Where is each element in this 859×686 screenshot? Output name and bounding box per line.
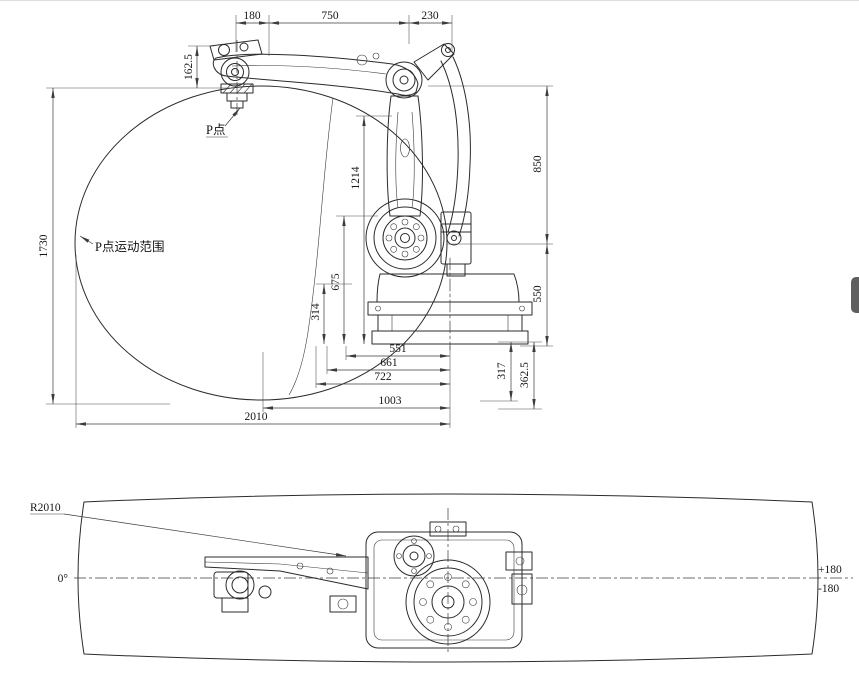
arm-detail-circle-2 bbox=[372, 52, 380, 60]
elbow-joint bbox=[385, 61, 423, 99]
end-effector-flange bbox=[220, 40, 254, 116]
robot-top-view bbox=[204, 521, 533, 649]
dim-1214-label: 1214 bbox=[350, 166, 362, 189]
side-attachments-top bbox=[329, 521, 533, 613]
linkage-top-link bbox=[413, 43, 455, 81]
top-border-line bbox=[0, 0, 859, 1]
dim-551-label: 551 bbox=[389, 343, 407, 355]
dim-180-label: 180 bbox=[243, 10, 261, 22]
dim-317-label: 317 bbox=[496, 362, 508, 380]
dim-750-label: 750 bbox=[321, 10, 339, 22]
radius-label: R2010 bbox=[30, 502, 61, 514]
upper-arm-inner-line bbox=[231, 65, 387, 75]
dim-2010-label: 2010 bbox=[245, 411, 268, 423]
arm-detail-circle bbox=[356, 54, 368, 66]
scrollbar-thumb[interactable] bbox=[851, 277, 859, 313]
wrist-joint bbox=[220, 57, 250, 87]
top-view: R2010 0° +180 -180 bbox=[30, 493, 853, 663]
dim-550-label: 550 bbox=[532, 285, 544, 303]
upper-arm bbox=[212, 53, 419, 96]
motion-range-circle bbox=[74, 85, 448, 401]
annotations-side: P点 P点运动范围 bbox=[79, 107, 241, 254]
vertical-arm bbox=[386, 95, 423, 217]
dim-314-label: 314 bbox=[310, 303, 322, 321]
dim-722-label: 722 bbox=[374, 371, 392, 383]
dim-1003-label: 1003 bbox=[379, 395, 402, 407]
base-circle-top bbox=[405, 559, 491, 645]
dimensions-side: 180 750 230 162.5 1730 1214 675 bbox=[38, 10, 553, 428]
rotation-envelope bbox=[77, 493, 819, 663]
motion-envelope-side bbox=[74, 85, 448, 401]
base-pedestal bbox=[367, 257, 533, 351]
actuator-cylinder bbox=[440, 211, 472, 277]
linkage-top-joint bbox=[441, 43, 455, 57]
shoulder-circle-top bbox=[393, 535, 435, 577]
zero-degree-label: 0° bbox=[58, 573, 69, 585]
dim-1730-label: 1730 bbox=[38, 234, 50, 257]
plus-180-label: +180 bbox=[818, 564, 842, 576]
main-body-top bbox=[365, 531, 523, 649]
bracket-joint-circle-2 bbox=[239, 42, 249, 52]
motion-range-inner-arc bbox=[288, 97, 334, 396]
shoulder-joint bbox=[365, 198, 445, 278]
p-range-label: P点运动范围 bbox=[95, 240, 164, 254]
bracket-joint-circle bbox=[218, 44, 230, 56]
p-point-label: P点 bbox=[206, 123, 225, 137]
dim-362-5-label: 362.5 bbox=[519, 362, 531, 388]
parallel-linkage bbox=[440, 56, 471, 246]
annotations-top: R2010 0° +180 -180 bbox=[30, 502, 842, 595]
minus-180-label: -180 bbox=[818, 583, 839, 595]
dim-675-label: 675 bbox=[330, 273, 342, 291]
wrist-assembly-top bbox=[213, 570, 272, 613]
dim-850-label: 850 bbox=[532, 155, 544, 173]
side-view: 180 750 230 162.5 1730 1214 675 bbox=[38, 10, 553, 428]
dim-661-label: 661 bbox=[380, 357, 398, 369]
dim-162-5-label: 162.5 bbox=[183, 54, 195, 80]
robot-side-view bbox=[209, 39, 533, 351]
dim-230-label: 230 bbox=[421, 10, 439, 22]
